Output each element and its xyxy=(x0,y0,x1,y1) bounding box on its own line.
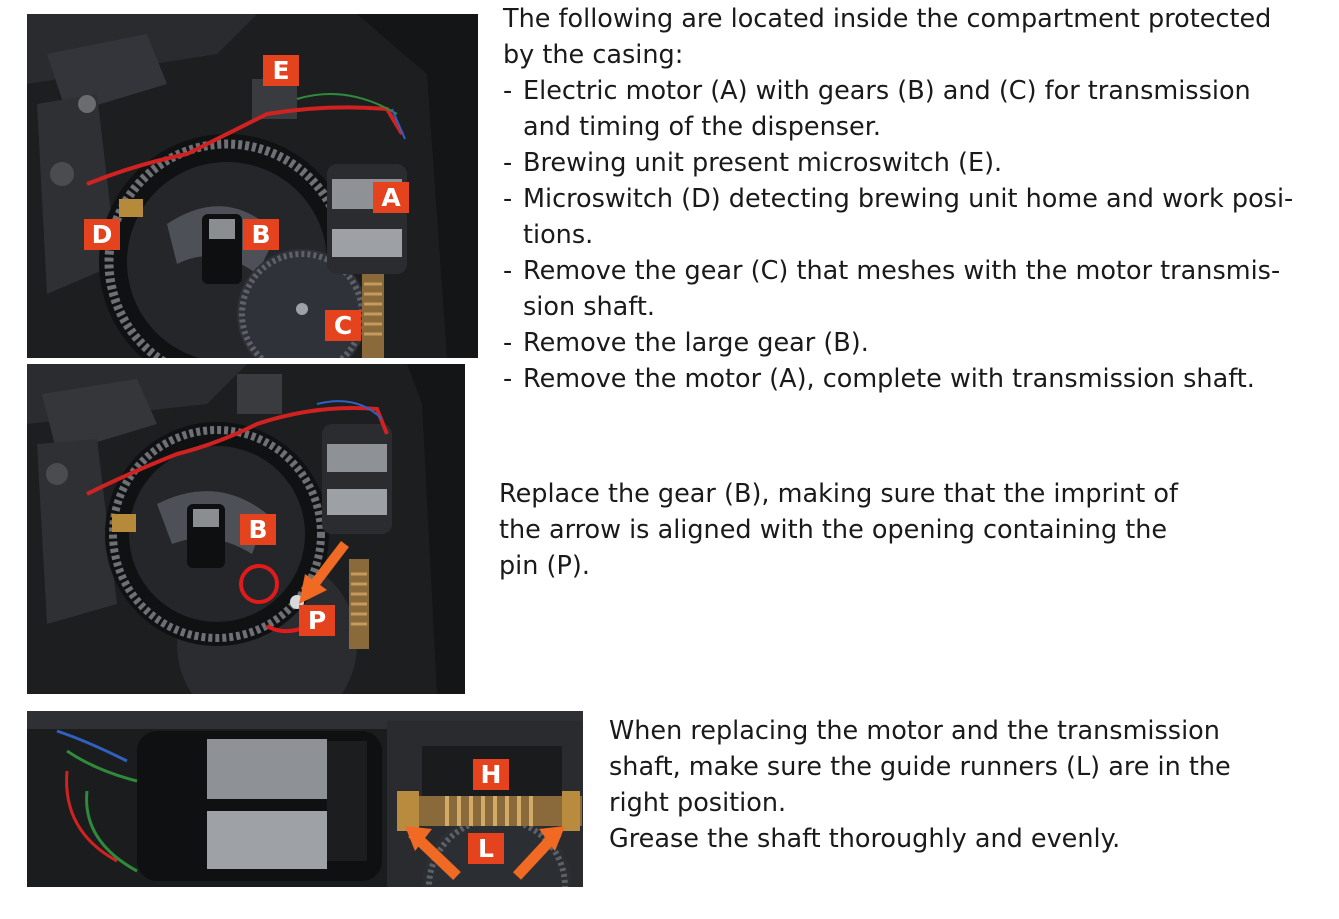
label-h: H xyxy=(473,759,509,790)
replace-line-2: the arrow is aligned with the opening co… xyxy=(499,515,1168,545)
compartment-description: The following are located inside the com… xyxy=(503,1,1333,397)
photo-gear-compartment: E A D B C xyxy=(27,14,478,358)
bullet-dash: - xyxy=(503,328,513,358)
bullet-dash: - xyxy=(503,76,513,106)
label-b: B xyxy=(243,219,279,250)
label-c: C xyxy=(325,310,361,341)
bullet-dash: - xyxy=(503,148,513,178)
bullet-dash: - xyxy=(503,184,513,214)
bullet-item-remove-gear-c: - Remove the gear (C) that meshes with t… xyxy=(503,253,1333,325)
bullet-dash: - xyxy=(503,364,513,394)
photo-gear-alignment: B P xyxy=(27,364,465,694)
label-a: A xyxy=(373,182,409,213)
motor-line-1: When replacing the motor and the transmi… xyxy=(609,716,1220,746)
bullet-item-remove-motor: - Remove the motor (A), complete with tr… xyxy=(503,361,1333,397)
motor-line-3: right position. xyxy=(609,788,787,818)
label-b: B xyxy=(240,514,276,545)
photo-motor-shaft: H L xyxy=(27,711,583,887)
label-l: L xyxy=(468,833,504,864)
bullet-item-microswitch-d: - Microswitch (D) detecting brewing unit… xyxy=(503,181,1333,253)
photo-gear-alignment-image xyxy=(27,364,465,694)
bullet-item-remove-gear-b: - Remove the large gear (B). xyxy=(503,325,1333,361)
replace-line-1: Replace the gear (B), making sure that t… xyxy=(499,479,1178,509)
bullet-item-motor: - Electric motor (A) with gears (B) and … xyxy=(503,73,1333,145)
bullet-item-microswitch-e: - Brewing unit present microswitch (E). xyxy=(503,145,1333,181)
motor-line-2: shaft, make sure the guide runners (L) a… xyxy=(609,752,1231,782)
gear-replacement-instructions: Replace the gear (B), making sure that t… xyxy=(499,476,1319,584)
motor-line-4: Grease the shaft thoroughly and evenly. xyxy=(609,824,1121,854)
replace-line-3: pin (P). xyxy=(499,551,590,581)
photo-gear-compartment-image xyxy=(27,14,478,358)
label-d: D xyxy=(84,219,120,250)
bullet-dash: - xyxy=(503,256,513,286)
label-e: E xyxy=(263,55,299,86)
motor-replacement-instructions: When replacing the motor and the transmi… xyxy=(609,713,1329,857)
intro-line-2: by the casing: xyxy=(503,40,684,70)
intro-line-1: The following are located inside the com… xyxy=(503,4,1272,34)
label-p: P xyxy=(299,605,335,636)
